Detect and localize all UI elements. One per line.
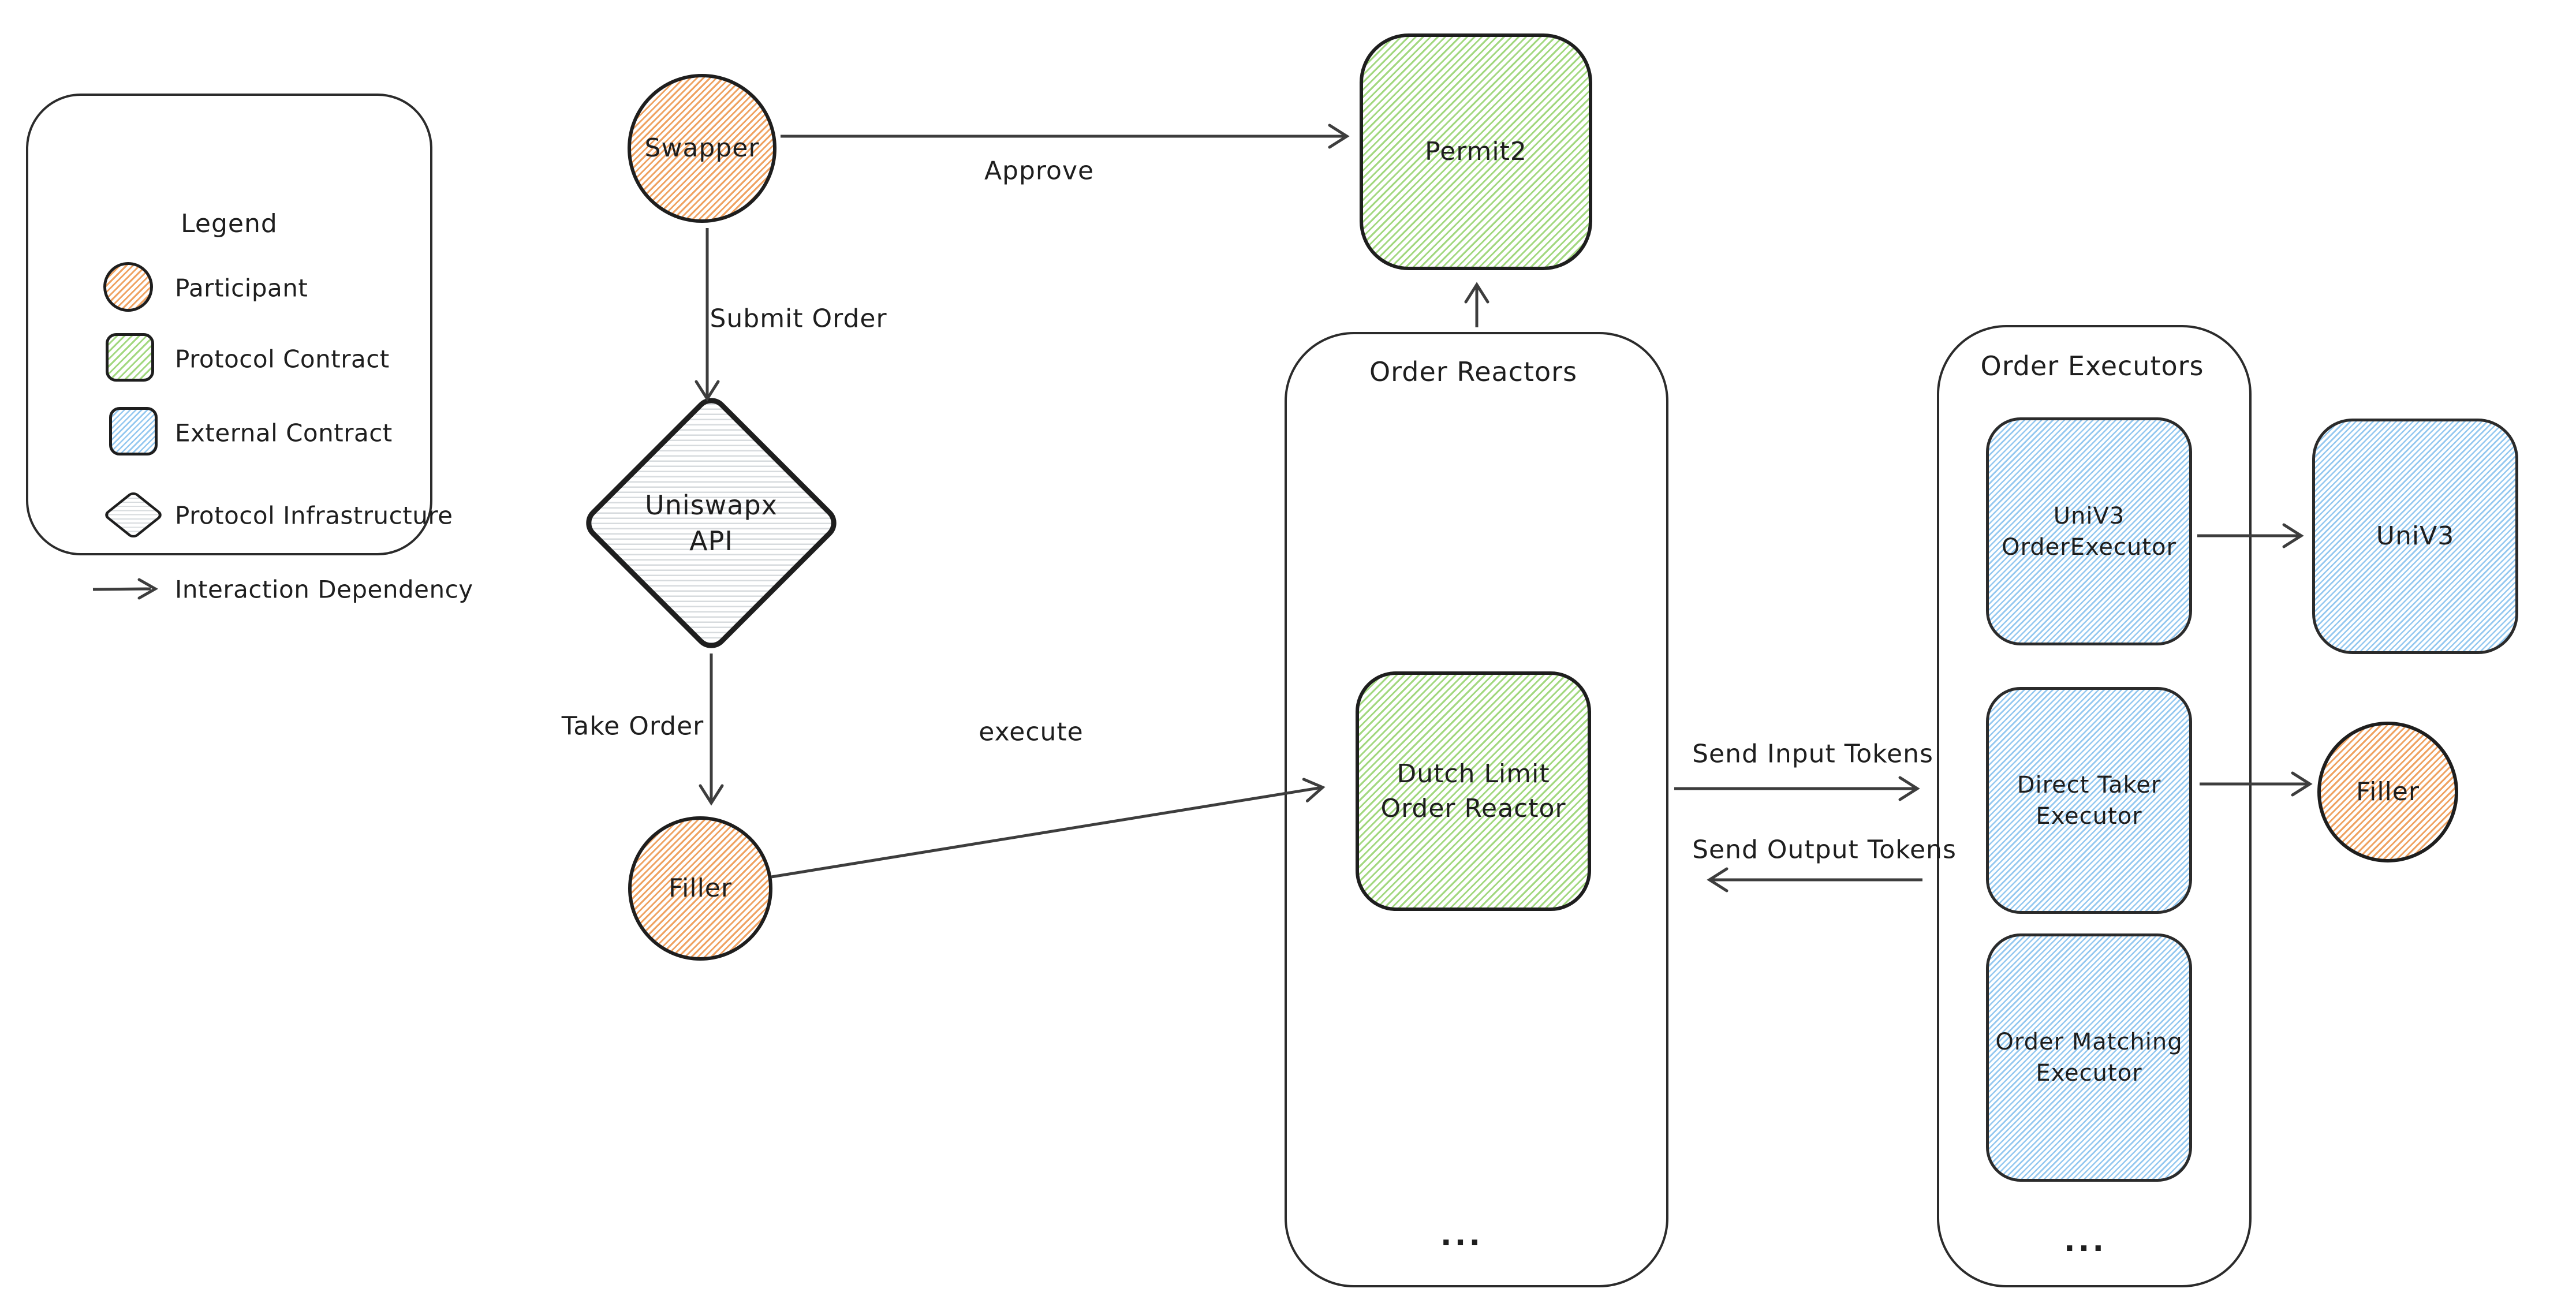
- legend-item-external-contract: External Contract: [28, 407, 430, 459]
- node-permit2-label: Permit2: [1425, 137, 1527, 167]
- node-swapper-label: Swapper: [644, 133, 760, 163]
- arrow-execute: [771, 778, 1326, 879]
- node-filler-right: Filler: [2317, 722, 2458, 862]
- group-order-reactors-label: Order Reactors: [1369, 356, 1578, 387]
- node-univ3-order-executor: UniV3 OrderExecutor: [1986, 417, 2192, 645]
- external-contract-swatch-icon: [109, 407, 158, 455]
- group-order-executors-ellipsis: ...: [2063, 1224, 2107, 1259]
- node-direct-taker-executor: Direct Taker Executor: [1986, 687, 2192, 914]
- participant-swatch-icon: [103, 262, 153, 312]
- legend-item-protocol-infrastructure: Protocol Infrastructure: [28, 490, 453, 542]
- dependency-arrow-icon: [92, 578, 159, 600]
- legend-item-protocol-contract: Protocol Contract: [28, 333, 430, 385]
- legend-title: Legend: [181, 209, 278, 238]
- edge-label-send-output-tokens: Send Output Tokens: [1692, 835, 1957, 865]
- node-swapper: Swapper: [628, 74, 776, 223]
- legend-item-label: Interaction Dependency: [175, 575, 473, 604]
- node-univ3: UniV3: [2312, 419, 2518, 654]
- legend-item-label: Protocol Infrastructure: [175, 501, 453, 530]
- legend-item-interaction-dependency: Interaction Dependency: [28, 563, 473, 615]
- node-order-matching-executor-label: Order Matching Executor: [1995, 1029, 2183, 1086]
- legend-item-label: Participant: [175, 274, 308, 303]
- edge-label-take-order: Take Order: [561, 711, 704, 741]
- group-order-reactors-ellipsis: ...: [1440, 1218, 1484, 1253]
- legend-item-label: Protocol Contract: [175, 345, 390, 374]
- edge-label-execute: execute: [979, 717, 1084, 747]
- protocol-infrastructure-swatch-icon: [102, 490, 165, 540]
- node-univ3-label: UniV3: [2376, 521, 2455, 551]
- group-order-executors: [1937, 325, 2252, 1287]
- node-dutch-limit-order-reactor: Dutch Limit Order Reactor: [1356, 671, 1591, 911]
- node-dutch-limit-order-reactor-label: Dutch Limit Order Reactor: [1380, 759, 1566, 823]
- protocol-contract-swatch-icon: [106, 333, 154, 382]
- legend-item-label: External Contract: [175, 419, 393, 447]
- edge-label-submit-order: Submit Order: [710, 304, 887, 334]
- node-univ3-order-executor-label: UniV3 OrderExecutor: [2002, 502, 2176, 561]
- node-order-matching-executor: Order Matching Executor: [1986, 933, 2192, 1182]
- node-filler-label: Filler: [669, 873, 732, 903]
- node-uniswapx-api-label: Uniswapx API: [645, 489, 778, 557]
- edge-label-send-input-tokens: Send Input Tokens: [1692, 739, 1933, 769]
- node-filler: Filler: [628, 816, 772, 961]
- group-order-executors-label: Order Executors: [1980, 350, 2204, 382]
- edge-label-approve: Approve: [984, 156, 1095, 186]
- node-permit2: Permit2: [1360, 33, 1592, 270]
- node-filler-right-label: Filler: [2356, 777, 2420, 807]
- node-direct-taker-executor-label: Direct Taker Executor: [2017, 771, 2161, 830]
- legend-item-participant: Participant: [28, 262, 430, 314]
- legend-box: Legend Participant Protocol Contract Ext…: [26, 94, 473, 604]
